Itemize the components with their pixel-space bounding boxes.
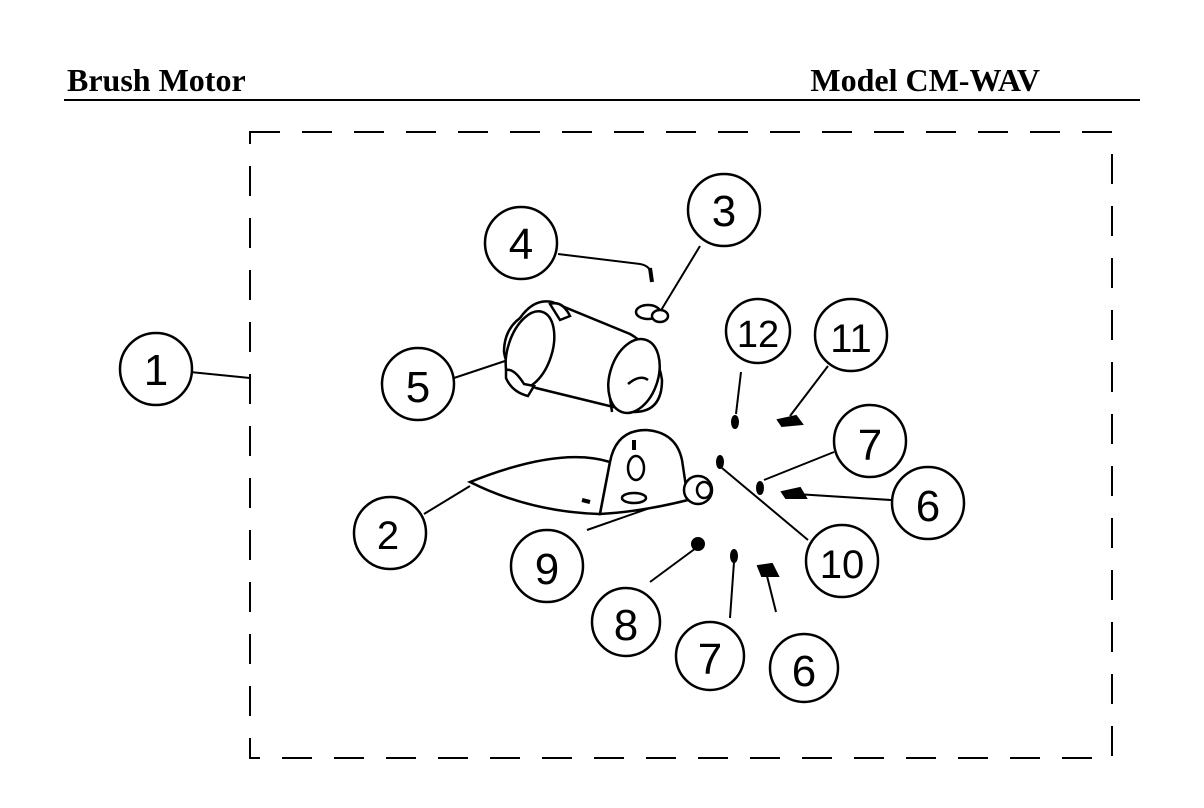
- page-title: Brush Motor: [67, 62, 246, 98]
- assembly-boundary: [249, 131, 1113, 759]
- callout-11-label: 11: [830, 317, 872, 361]
- callout-2-circle: [352, 495, 428, 571]
- callout-7a-label: 7: [858, 421, 882, 470]
- callout-11-circle: [813, 297, 889, 373]
- header-rule: [64, 99, 1140, 101]
- callout-7b-label: 7: [698, 635, 722, 684]
- callout-6a-circle: [890, 465, 966, 541]
- brush-housing: [466, 428, 690, 516]
- callout-9-label: 9: [535, 545, 559, 594]
- callout-12-label: 12: [737, 314, 779, 356]
- callout-circles: [118, 172, 966, 704]
- callout-5-circle: [380, 346, 456, 422]
- callout-6b-circle: [768, 632, 840, 704]
- leader-lines: [189, 245, 892, 619]
- callout-2-label: 2: [377, 514, 399, 558]
- callout-4-circle: [483, 205, 559, 281]
- callout-4-label: 4: [509, 220, 533, 269]
- hardware-pieces: [691, 414, 808, 577]
- callout-3-circle: [686, 172, 762, 248]
- callout-12-circle: [724, 297, 792, 365]
- callout-8-label: 8: [614, 601, 638, 650]
- callout-10-circle: [804, 523, 880, 599]
- callout-6b-label: 6: [792, 647, 816, 696]
- callout-1-circle: [118, 331, 194, 407]
- bushing: [682, 474, 714, 506]
- callout-8-circle: [590, 586, 662, 658]
- motor-can: [502, 300, 664, 415]
- model-number: Model CM-WAV: [810, 62, 1040, 98]
- callout-3-label: 3: [712, 187, 736, 236]
- callout-10-label: 10: [820, 543, 865, 587]
- callout-5-label: 5: [406, 363, 430, 412]
- callout-7a-circle: [832, 403, 908, 479]
- callout-6a-label: 6: [916, 482, 940, 531]
- callout-9-circle: [509, 528, 585, 604]
- callout-labels: 1 2 3 4 5 6 6 7 7 8 9 10 11 12: [144, 187, 940, 696]
- callout-1-label: 1: [144, 346, 168, 395]
- terminal-clip: [634, 267, 670, 324]
- callout-7b-circle: [674, 620, 746, 692]
